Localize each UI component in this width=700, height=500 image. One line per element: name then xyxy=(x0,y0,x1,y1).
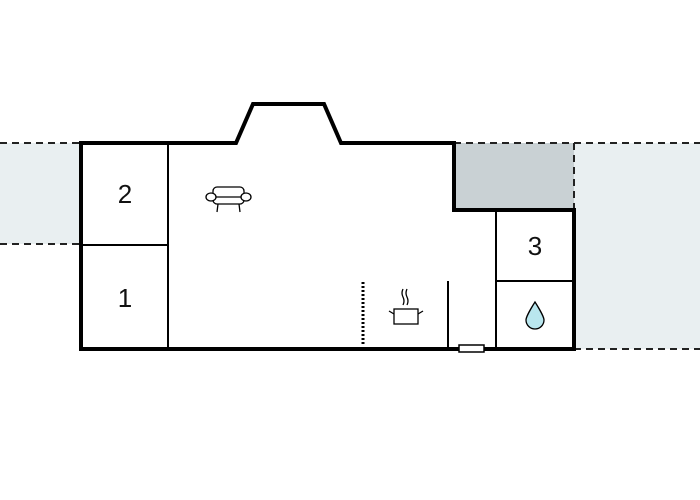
room-1-label: 1 xyxy=(118,283,132,313)
interior-walls xyxy=(81,143,574,349)
room-2-label: 2 xyxy=(118,179,132,209)
water-drop-icon xyxy=(525,300,545,330)
left-terrace xyxy=(0,142,81,245)
right-terrace xyxy=(574,142,700,350)
room-3-label: 3 xyxy=(528,231,542,261)
entrance-door xyxy=(458,344,485,353)
sofa-icon xyxy=(205,186,252,213)
covered-area xyxy=(454,142,575,210)
cooking-pot-icon xyxy=(388,288,424,325)
outer-wall xyxy=(79,102,576,351)
